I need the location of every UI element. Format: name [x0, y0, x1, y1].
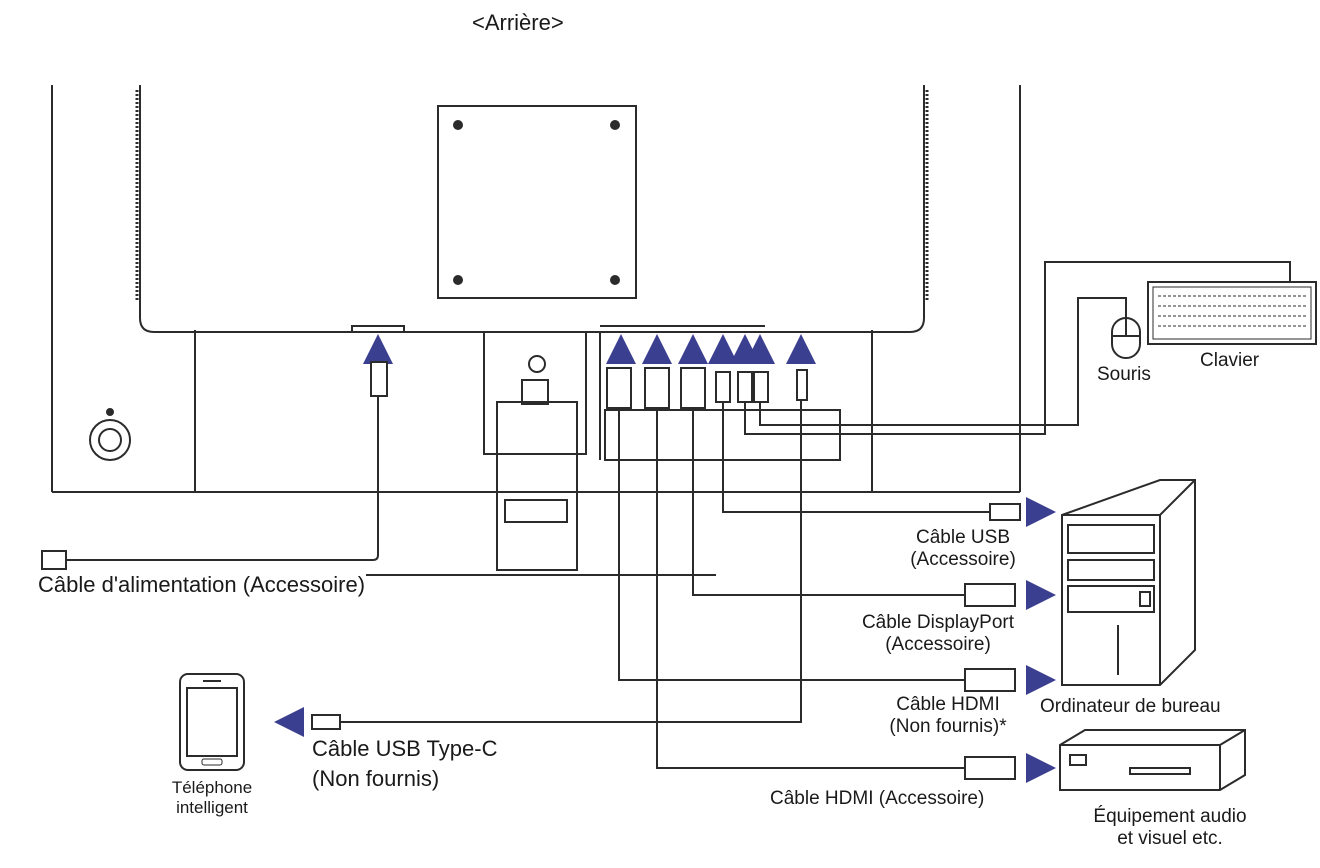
hdmi-cable-2-label: Câble HDMI (Accessoire)	[770, 788, 985, 809]
hdmi-cable-1-label: Câble HDMI (Non fournis)*	[868, 694, 1028, 738]
connector-plugs	[370, 361, 808, 409]
hdmi-cable-1-name: Câble HDMI	[896, 694, 1000, 715]
output-arrows	[274, 497, 1056, 783]
port-arrows	[363, 334, 816, 364]
stand	[366, 331, 716, 576]
hdmi-cable-1-note: (Non fournis)*	[889, 715, 1007, 737]
smartphone-label: Téléphone intelligent	[150, 778, 274, 817]
usbc-cable-label: Câble USB Type-C (Non fournis)	[312, 734, 497, 793]
smartphone-device	[179, 673, 245, 771]
monitor-back	[51, 85, 1021, 493]
cables	[65, 261, 1291, 769]
av-equipment-device	[1059, 729, 1246, 791]
usb-cable-label: Câble USB (Accessoire)	[888, 527, 1038, 571]
vesa-screws	[453, 120, 620, 285]
av-equipment-label-line2: et visuel etc.	[1117, 827, 1223, 849]
displayport-cable-name: Câble DisplayPort	[861, 612, 1015, 633]
desktop-label: Ordinateur de bureau	[1040, 696, 1221, 717]
displayport-cable-note: (Accessoire)	[885, 633, 991, 655]
usbc-cable-name: Câble USB Type-C	[312, 736, 498, 761]
vent-texture	[135, 90, 929, 300]
mouse-device	[1111, 317, 1141, 359]
cable-end-plugs	[41, 503, 1021, 780]
usb-cable-name: Câble USB	[916, 527, 1010, 548]
keyboard-device	[1147, 281, 1317, 345]
av-equipment-label-line1: Équipement audio	[1093, 806, 1247, 827]
smartphone-label-line1: Téléphone	[171, 778, 253, 797]
keyboard-label: Clavier	[1200, 350, 1260, 371]
mouse-label: Souris	[1097, 364, 1151, 385]
usbc-cable-note: (Non fournis)	[312, 765, 440, 791]
smartphone-label-line2: intelligent	[176, 797, 248, 817]
desktop-tower	[1061, 479, 1196, 686]
diagram-title: <Arrière>	[472, 10, 564, 35]
usb-cable-note: (Accessoire)	[910, 548, 1016, 570]
displayport-cable-label: Câble DisplayPort (Accessoire)	[838, 612, 1038, 656]
power-button	[89, 408, 131, 461]
power-cable-label: Câble d'alimentation (Accessoire)	[38, 572, 366, 597]
av-equipment-label: Équipement audio et visuel etc.	[1070, 806, 1270, 850]
